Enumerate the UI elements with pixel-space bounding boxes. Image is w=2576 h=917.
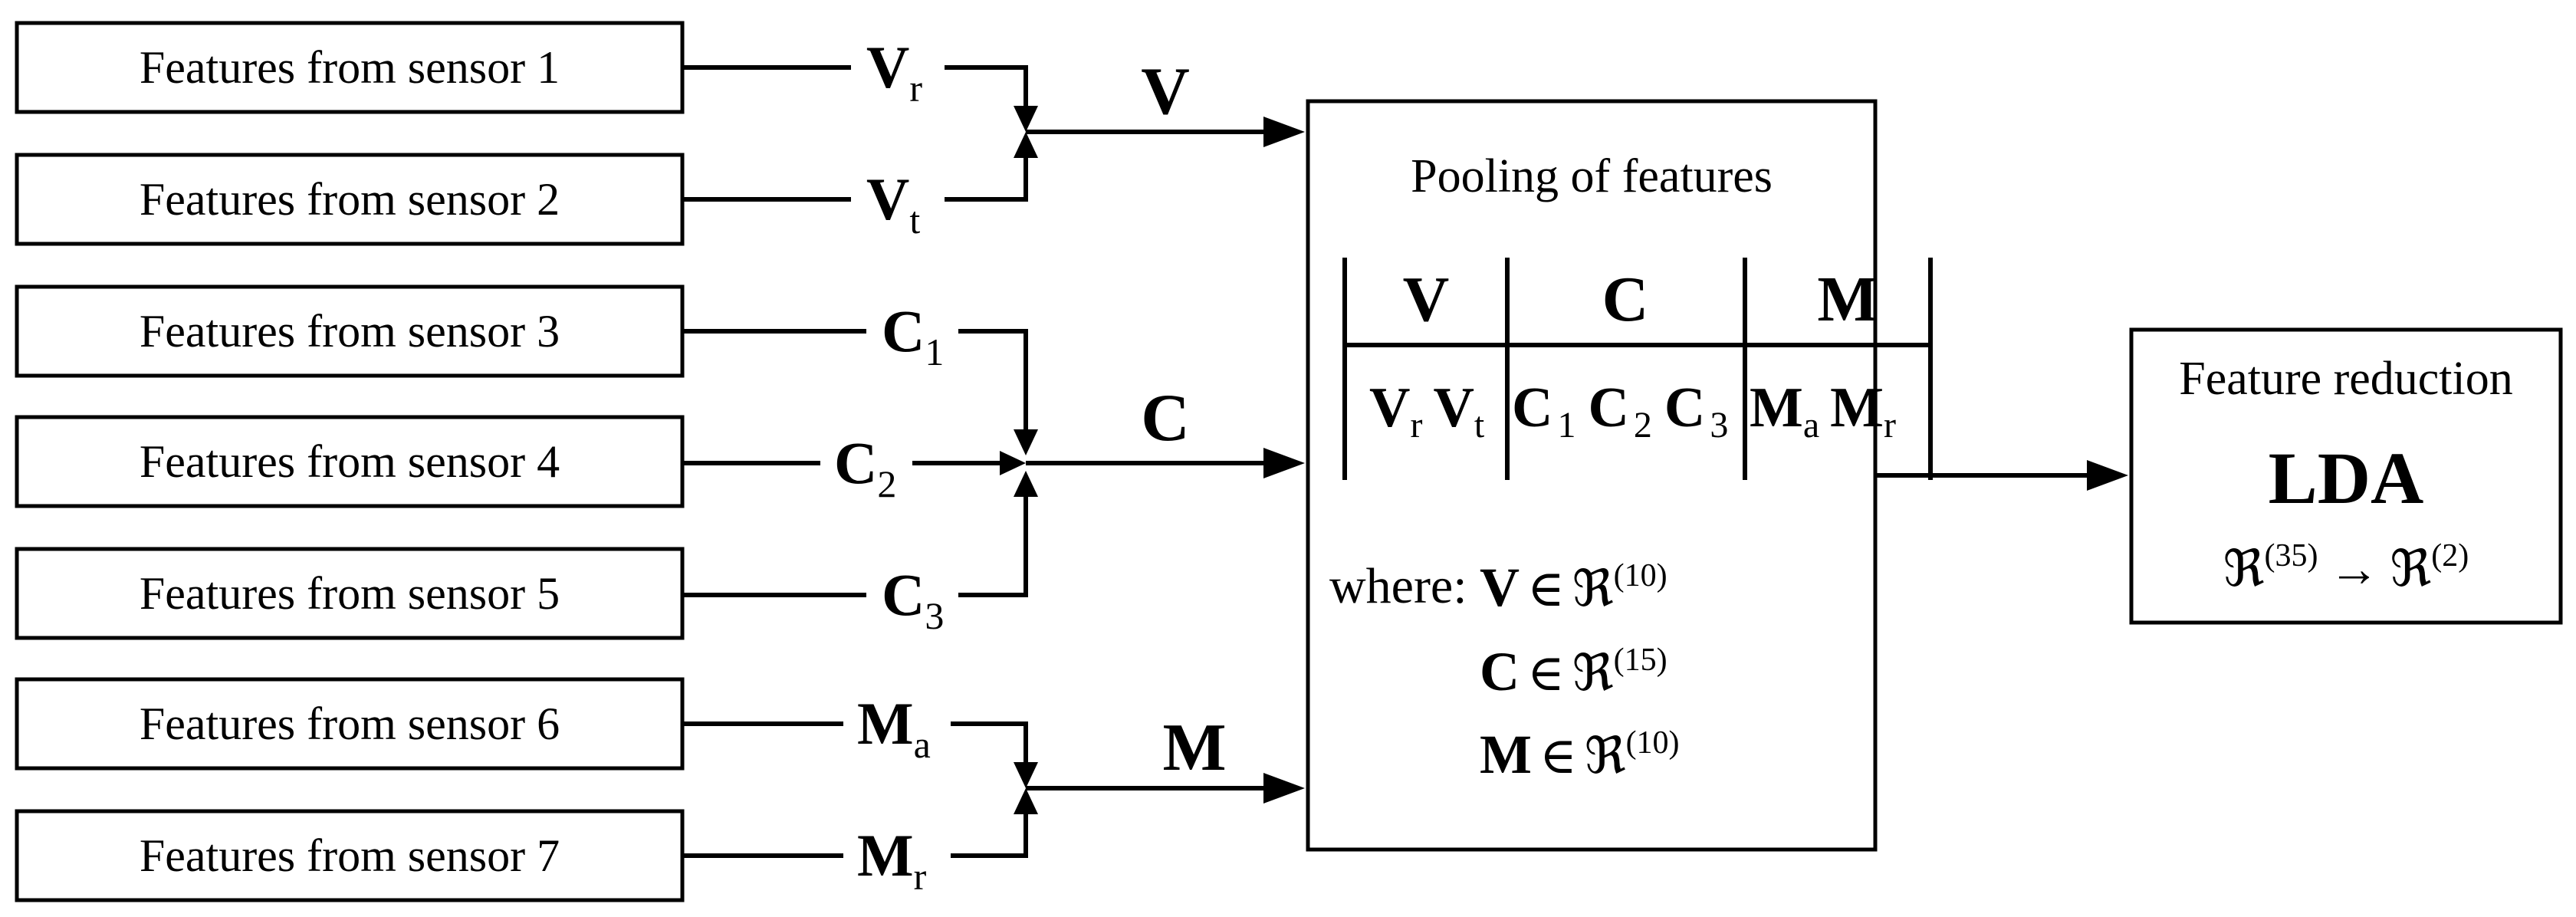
bus-label-m: M xyxy=(1162,711,1226,785)
sensor-label-5: Features from sensor 5 xyxy=(140,568,560,619)
wire-vt xyxy=(945,150,1028,202)
signal-label-vr: Vr xyxy=(866,34,922,110)
wire-vr xyxy=(945,65,1028,115)
bus-label-v: V xyxy=(1141,54,1190,129)
sensor-box-7: Features from sensor 7 xyxy=(15,809,685,902)
signal-label-mr: Mr xyxy=(857,822,927,898)
sensor-box-3: Features from sensor 3 xyxy=(15,284,685,378)
arrowhead-bus-m xyxy=(1263,773,1305,804)
sensor-box-5: Features from sensor 5 xyxy=(15,547,685,640)
signal-label-c1: C1 xyxy=(882,297,944,373)
sensor-label-1: Features from sensor 1 xyxy=(140,42,560,93)
sensor-label-3: Features from sensor 3 xyxy=(140,306,560,357)
sensor-label-7: Features from sensor 7 xyxy=(140,830,560,881)
arrowhead-c3 xyxy=(1014,471,1038,497)
signal-label-c3: C3 xyxy=(882,561,944,637)
arrowhead-reduction xyxy=(2087,460,2128,491)
sensor-box-1: Features from sensor 1 xyxy=(15,21,685,114)
signal-label-vt: Vt xyxy=(866,166,920,242)
reduction-method: LDA xyxy=(2269,437,2424,519)
sensor-label-6: Features from sensor 6 xyxy=(140,698,560,749)
arrowhead-vt xyxy=(1014,132,1038,158)
arrowhead-c2 xyxy=(1000,451,1026,475)
definition-m: M∈ℜ(10) xyxy=(1480,724,1680,785)
wire-c3 xyxy=(958,488,1028,597)
table-header-c: C xyxy=(1602,264,1649,335)
arrowhead-mr xyxy=(1014,788,1038,814)
arrowhead-vr xyxy=(1014,106,1038,132)
table-header-v: V xyxy=(1403,264,1450,335)
wire-c1 xyxy=(958,329,1028,439)
table-header-m: M xyxy=(1817,264,1878,335)
sensor-label-4: Features from sensor 4 xyxy=(140,436,560,487)
sensor-box-4: Features from sensor 4 xyxy=(15,415,685,508)
arrowhead-bus-v xyxy=(1263,117,1305,147)
sensor-label-2: Features from sensor 2 xyxy=(140,174,560,225)
reduction-box: Feature reduction LDA ℜ(35)→ℜ(2) xyxy=(2129,327,2563,625)
sensor-box-6: Features from sensor 6 xyxy=(15,677,685,771)
signal-label-c2: C2 xyxy=(834,429,896,505)
definition-v: V∈ℜ(10) xyxy=(1480,557,1668,618)
signal-label-ma: Ma xyxy=(857,690,931,766)
reduction-mapping: ℜ(35)→ℜ(2) xyxy=(2223,538,2469,597)
pooling-title: Pooling of features xyxy=(1411,150,1773,202)
wire-mr xyxy=(951,807,1028,858)
sensor-box-2: Features from sensor 2 xyxy=(15,153,685,246)
arrowhead-ma xyxy=(1014,762,1038,788)
definition-c: C∈ℜ(15) xyxy=(1480,641,1668,702)
reduction-title: Feature reduction xyxy=(2179,353,2513,405)
where-label: where: xyxy=(1329,558,1467,614)
arrowhead-bus-c xyxy=(1263,448,1305,478)
bus-label-c: C xyxy=(1141,381,1190,455)
arrowhead-c1 xyxy=(1014,429,1038,455)
wire-ma xyxy=(951,721,1028,771)
